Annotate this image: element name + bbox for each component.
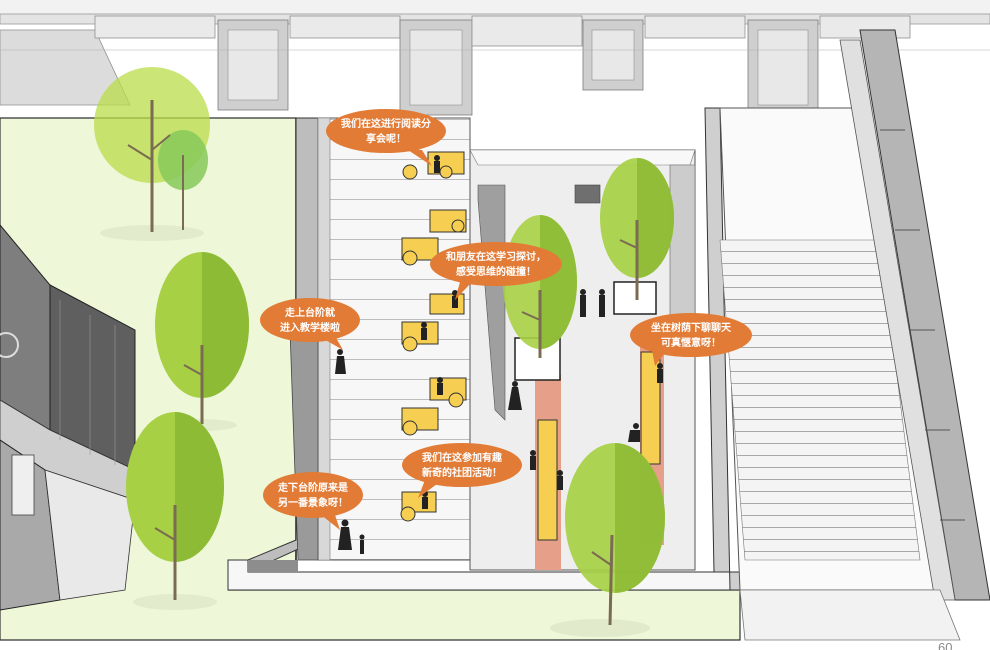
bubble-up-stairs: 走上台阶就 进入教学楼啦 — [260, 298, 360, 350]
tree-1 — [94, 67, 210, 241]
bubble-club-line-1: 我们在这参加有趣 — [422, 451, 503, 464]
tree-6 — [550, 443, 665, 637]
bubble-club-line-2: 新奇的社团活动！ — [422, 466, 502, 479]
person-7 — [338, 519, 352, 550]
bubble-down-stairs: 走下台阶原来是 另一番景象呀！ — [263, 472, 363, 530]
person-12 — [628, 423, 640, 442]
bubble-shade-line-1: 坐在树荫下聊聊天 — [651, 321, 732, 334]
person-1 — [434, 155, 440, 173]
seat-5 — [401, 321, 439, 352]
person-2 — [452, 290, 458, 308]
left-building — [0, 224, 136, 611]
bubble-down-stairs-line-2: 另一番景象呀！ — [278, 496, 348, 509]
bubble-discuss: 和朋友在这学习探讨， 感受思维的碰撞！ — [430, 242, 562, 300]
person-10 — [599, 289, 605, 317]
person-14 — [530, 450, 536, 470]
tree-5 — [600, 158, 674, 300]
right-stairs — [719, 29, 990, 641]
bubble-reading: 我们在这进行阅读分 享会呢！ — [326, 109, 446, 166]
bench-right — [640, 351, 661, 465]
bubble-discuss-line-2: 感受思维的碰撞！ — [456, 265, 536, 278]
bench-left — [537, 419, 558, 541]
stair-seats — [400, 151, 467, 522]
seat-7 — [401, 407, 439, 436]
person-15 — [557, 470, 563, 490]
bubble-up-stairs-line-2: 进入教学楼啦 — [280, 321, 340, 334]
trees — [94, 67, 674, 637]
people — [335, 155, 663, 554]
tree-3 — [126, 412, 224, 610]
bubble-club: 我们在这参加有趣 新奇的社团活动！ — [402, 443, 522, 498]
planter-right — [613, 281, 657, 315]
person-13 — [657, 363, 663, 383]
person-3 — [421, 322, 427, 340]
bubble-reading-line-1: 我们在这进行阅读分 — [341, 117, 431, 130]
bubble-down-stairs-line-1: 走下台阶原来是 — [277, 481, 348, 494]
seat-3 — [401, 237, 439, 266]
seat-4 — [429, 293, 465, 315]
top-building — [0, 0, 990, 116]
person-9 — [580, 289, 586, 317]
bubble-reading-line-2: 享会呢！ — [366, 132, 406, 145]
person-6 — [335, 349, 346, 374]
person-4 — [437, 377, 443, 395]
person-11 — [508, 381, 522, 410]
bubble-discuss-line-1: 和朋友在这学习探讨， — [445, 250, 546, 263]
bubble-up-stairs-line-1: 走上台阶就 — [284, 306, 335, 319]
person-8 — [359, 534, 365, 554]
bubble-shade-line-2: 可真惬意呀！ — [661, 336, 721, 349]
page-number: 60 — [938, 640, 953, 650]
seat-2 — [429, 209, 467, 233]
bubble-shade: 坐在树荫下聊聊天 可真惬意呀！ — [630, 313, 752, 366]
speech-bubbles: 我们在这进行阅读分 享会呢！ 和朋友在这学习探讨， 感受思维的碰撞！ 走上台阶就… — [260, 109, 752, 530]
